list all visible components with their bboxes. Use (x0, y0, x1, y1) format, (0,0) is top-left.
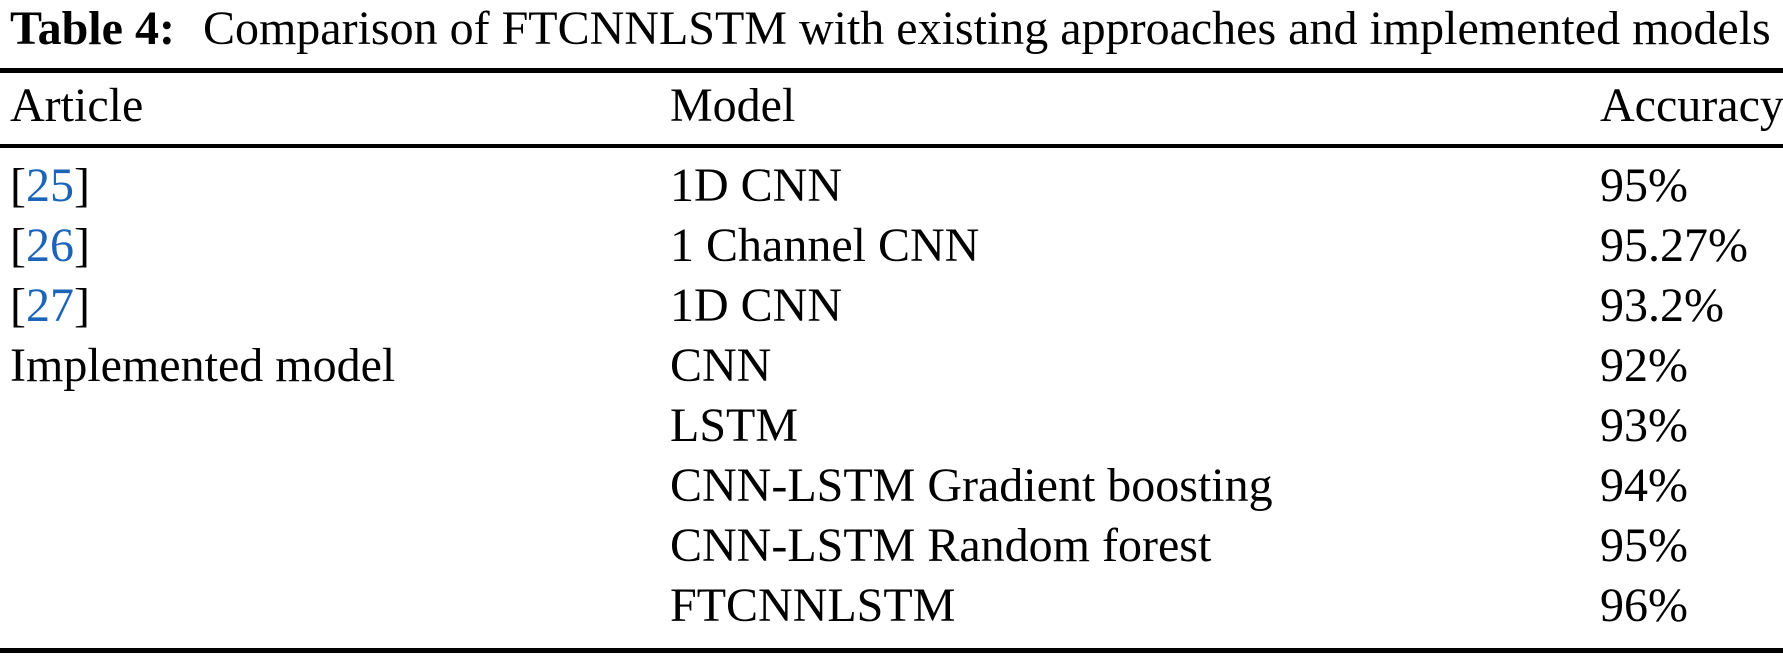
table-header-rule (0, 144, 1783, 148)
citation-bracket-open: [ (10, 159, 26, 212)
column-header-accuracy: Accuracy (1600, 79, 1783, 132)
table-row: CNN-LSTM Gradient boosting 94% (10, 456, 1783, 516)
table-caption-text: Comparison of FTCNNLSTM with existing ap… (202, 2, 1771, 55)
table-body: [25] 1D CNN 95% [26] 1 Channel CNN 95.27… (10, 156, 1783, 636)
citation-bracket-close: ] (73, 219, 90, 272)
accuracy-cell: 95% (1600, 519, 1688, 572)
article-cell (10, 396, 670, 456)
model-cell: CNN-LSTM Random forest (670, 519, 1212, 572)
accuracy-cell: 94% (1600, 459, 1688, 512)
table-row: Implemented model CNN 92% (10, 336, 1783, 396)
accuracy-cell: 95% (1600, 159, 1688, 212)
table-row: [27] 1D CNN 93.2% (10, 276, 1783, 336)
accuracy-cell: 96% (1600, 579, 1688, 632)
article-cell (10, 456, 670, 516)
table-caption-label: Table 4: (10, 2, 175, 55)
citation-link-25[interactable]: 25 (25, 159, 74, 212)
table-row: LSTM 93% (10, 396, 1783, 456)
column-header-article: Article (10, 79, 144, 132)
model-cell: 1D CNN (670, 159, 843, 212)
accuracy-cell: 95.27% (1600, 219, 1748, 272)
model-cell: 1 Channel CNN (670, 219, 980, 272)
article-cell: [25] (10, 156, 670, 216)
model-cell: 1D CNN (670, 279, 843, 332)
article-cell: Implemented model (10, 339, 396, 392)
model-cell: FTCNNLSTM (670, 579, 956, 632)
citation-bracket-open: [ (10, 219, 26, 272)
accuracy-cell: 93.2% (1600, 279, 1724, 332)
citation-link-27[interactable]: 27 (25, 279, 74, 332)
citation-link-26[interactable]: 26 (25, 219, 74, 272)
table-row: [25] 1D CNN 95% (10, 156, 1783, 216)
table-row: [26] 1 Channel CNN 95.27% (10, 216, 1783, 276)
table-row: CNN-LSTM Random forest 95% (10, 516, 1783, 576)
table-top-rule (0, 68, 1783, 73)
article-cell: [26] (10, 216, 670, 276)
model-cell: CNN (670, 339, 772, 392)
table-caption: Table 4: Comparison of FTCNNLSTM with exi… (10, 0, 1771, 58)
accuracy-cell: 92% (1600, 339, 1688, 392)
citation-bracket-close: ] (73, 279, 90, 332)
table-row: FTCNNLSTM 96% (10, 576, 1783, 636)
table-header-row: Article Model Accuracy (10, 76, 1783, 136)
model-cell: LSTM (670, 399, 799, 452)
citation-bracket-close: ] (73, 159, 90, 212)
column-header-model: Model (670, 79, 796, 132)
table-bottom-rule (0, 648, 1783, 653)
article-cell (10, 516, 670, 576)
model-cell: CNN-LSTM Gradient boosting (670, 459, 1273, 512)
citation-bracket-open: [ (10, 279, 26, 332)
article-cell: [27] (10, 276, 670, 336)
accuracy-cell: 93% (1600, 399, 1688, 452)
article-cell (10, 576, 670, 636)
